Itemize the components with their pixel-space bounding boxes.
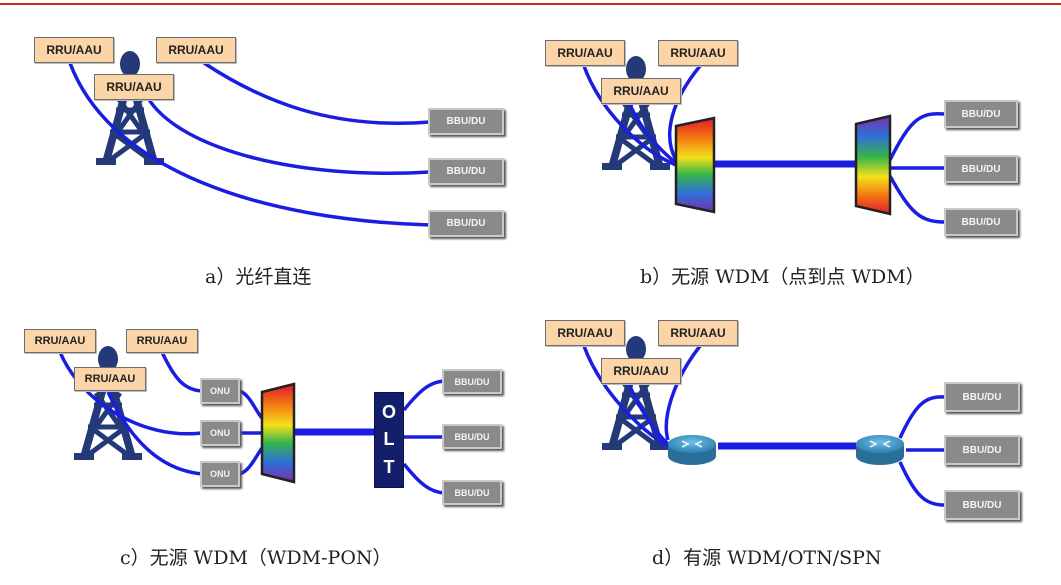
bbu-du-box: BBU/DU [944,435,1020,465]
caption-a: a）光纤直连 [205,266,312,288]
wdm-demux-icon [854,114,892,216]
caption-b: b）无源 WDM（点到点 WDM） [640,266,925,288]
radio-tower-icon [74,346,142,460]
rru-aau-box: RRU/AAU [658,40,738,66]
rru-aau-box: RRU/AAU [545,320,625,346]
wdm-mux-icon [674,116,716,214]
rru-aau-box: RRU/AAU [601,358,681,384]
fiber-links-a [68,61,431,227]
rru-aau-box: RRU/AAU [601,78,681,104]
header-accent-line [0,3,1061,5]
bbu-du-box: BBU/DU [442,369,502,394]
panel-c-wdm-pon [58,346,445,495]
caption-d: d）有源 WDM/OTN/SPN [652,547,882,569]
bbu-du-box: BBU/DU [944,490,1020,520]
caption-c: c）无源 WDM（WDM-PON） [120,547,392,569]
fiber-links-c [58,351,445,495]
router-icon [668,435,716,465]
rru-aau-box: RRU/AAU [24,329,96,353]
panel-d-active-wdm [582,336,945,507]
rru-aau-box: RRU/AAU [545,40,625,66]
rru-aau-box: RRU/AAU [94,74,174,100]
rru-aau-box: RRU/AAU [126,329,198,353]
panel-b-passive-wdm-p2p [582,56,945,224]
onu-box: ONU [200,420,240,446]
router-icon [856,435,904,465]
bbu-du-box: BBU/DU [944,100,1018,128]
rru-aau-box: RRU/AAU [156,37,236,63]
bbu-du-box: BBU/DU [944,208,1018,236]
bbu-du-box: BBU/DU [442,424,502,449]
bbu-du-box: BBU/DU [428,108,504,135]
fiber-links-d [582,344,945,507]
onu-box: ONU [200,461,240,487]
olt-unit: O L T [374,392,404,488]
rru-aau-box: RRU/AAU [74,367,146,391]
rru-aau-box: RRU/AAU [34,37,114,63]
bbu-du-box: BBU/DU [944,155,1018,183]
bbu-du-box: BBU/DU [944,382,1020,412]
bbu-du-box: BBU/DU [442,480,502,505]
fiber-links-b [582,64,945,224]
bbu-du-box: BBU/DU [428,210,504,237]
rru-aau-box: RRU/AAU [658,320,738,346]
bbu-du-box: BBU/DU [428,158,504,185]
olt-letter: L [383,429,395,450]
wdm-mux-icon [260,382,296,484]
olt-letter: O [381,402,396,423]
onu-box: ONU [200,378,240,404]
panel-a-direct-fiber [68,51,431,227]
olt-letter: T [383,456,395,477]
